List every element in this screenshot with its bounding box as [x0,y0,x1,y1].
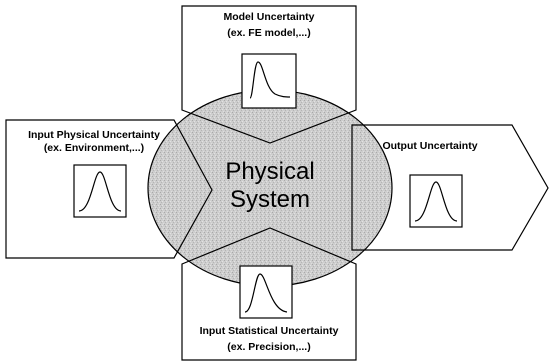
input-statistical-uncertainty-box [181,227,357,361]
output-uncertainty-box [351,124,549,251]
input-physical-uncertainty-title: Input Physical Uncertainty [28,129,160,141]
output-uncertainty-title: Output Uncertainty [382,140,478,152]
model-uncertainty-box [181,5,357,144]
bell-curve-icon [409,174,463,228]
skewed-bell-curve-icon [239,265,293,319]
skewed-distribution-icon [241,53,297,109]
center-label-line2: System [229,186,310,213]
model-uncertainty-subtitle: (ex. FE model,...) [227,27,311,39]
input-statistical-uncertainty-subtitle: (ex. Precision,...) [227,341,311,353]
input-physical-uncertainty-box [5,119,213,259]
bell-curve-icon [73,164,127,218]
center-label-line1: Physical [225,158,315,185]
input-statistical-uncertainty-title: Input Statistical Uncertainty [199,325,339,337]
model-uncertainty-title: Model Uncertainty [223,11,315,23]
input-physical-uncertainty-subtitle: (ex. Environment,...) [43,142,145,154]
